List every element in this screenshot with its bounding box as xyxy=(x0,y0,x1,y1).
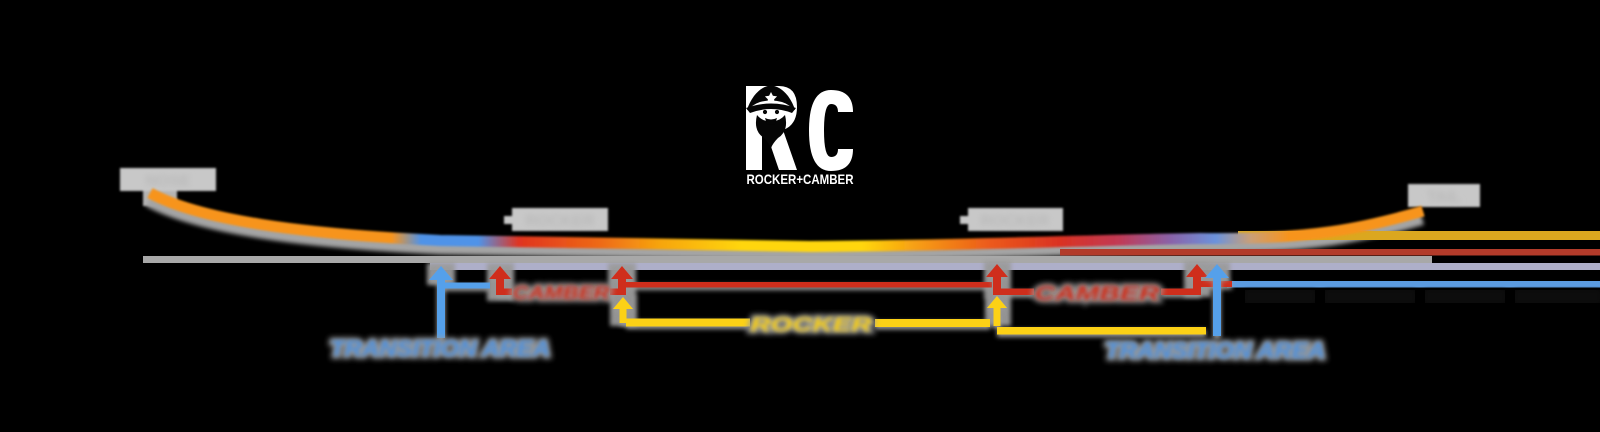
svg-text:TRANSITION AREA: TRANSITION AREA xyxy=(330,336,550,361)
svg-text:TRANSITION AREA: TRANSITION AREA xyxy=(1105,338,1325,363)
svg-text:CAMBER: CAMBER xyxy=(513,283,610,303)
svg-text:TRANSITION AREA: TRANSITION AREA xyxy=(330,336,550,361)
svg-text:NOSE: NOSE xyxy=(145,173,191,190)
svg-text:CAMBER: CAMBER xyxy=(1035,283,1161,305)
svg-text:CAMBER: CAMBER xyxy=(513,283,610,303)
svg-text:ROCKER: ROCKER xyxy=(980,213,1050,230)
svg-text:ROCKER: ROCKER xyxy=(525,213,595,230)
svg-text:TRANSITION AREA: TRANSITION AREA xyxy=(1105,338,1325,363)
svg-text:ROCKER: ROCKER xyxy=(751,315,872,336)
svg-text:ROCKER: ROCKER xyxy=(751,315,872,336)
svg-text:CAMBER: CAMBER xyxy=(1035,283,1161,305)
svg-text:TAIL: TAIL xyxy=(1427,189,1462,206)
svg-text:ROCKER+CAMBER: ROCKER+CAMBER xyxy=(747,171,854,187)
